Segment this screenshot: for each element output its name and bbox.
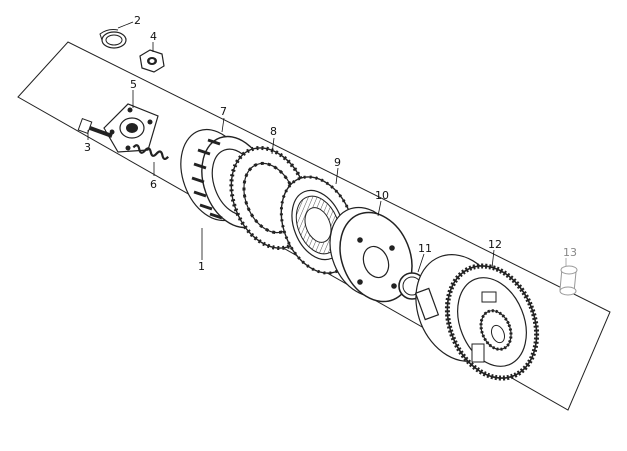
part-13-sleeve [559,265,578,296]
part-2-bush [99,29,127,49]
callout-3: 3 [84,141,91,154]
assembly-boundary [17,41,611,411]
callout-11: 11 [418,242,432,255]
callout-6: 6 [150,178,157,191]
callout-labels: 2 4 5 3 6 7 8 9 10 11 12 13 1 [84,14,577,273]
callout-9: 9 [334,156,341,169]
callout-5: 5 [130,78,137,91]
part-10-pressure-plate [329,206,413,303]
callout-4: 4 [150,30,157,43]
callout-1: 1 [198,260,205,273]
callout-13: 13 [563,246,577,259]
callout-10: 10 [375,189,389,202]
callout-12: 12 [488,238,502,251]
part-12-clutch-housing [414,254,540,381]
part-5-release-plate [103,103,159,153]
part-4-nut [139,49,165,73]
callout-7: 7 [220,105,227,118]
part-6-spring [132,144,169,160]
callout-8: 8 [270,125,277,138]
callout-2: 2 [134,14,141,27]
part-3-bolt [77,118,113,138]
